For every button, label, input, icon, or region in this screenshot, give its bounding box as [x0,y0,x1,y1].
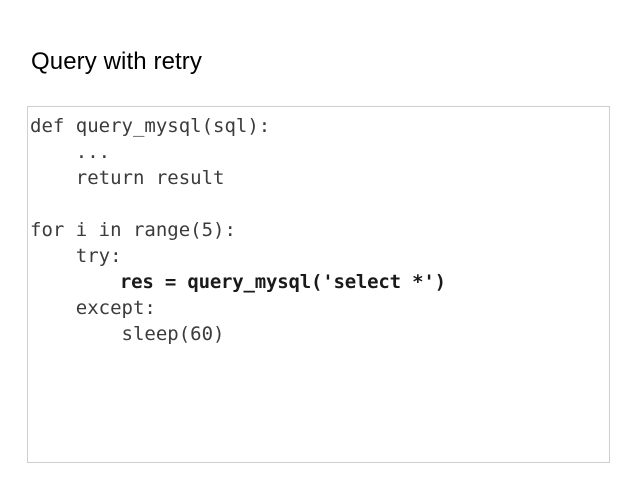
code-line: def query_mysql(sql): [30,115,271,137]
page-title: Query with retry [31,48,202,75]
code-line: ... [30,141,111,163]
code-line: sleep(60) [30,323,225,345]
code-block-container: def query_mysql(sql): ... return result f… [27,106,610,463]
code-line [30,191,611,217]
code-line-highlighted: res = query_mysql('select *') [30,271,446,293]
code-line: try: [30,245,122,267]
code-line: for i in range(5): [30,219,236,241]
code-block: def query_mysql(sql): ... return result f… [28,113,611,347]
code-line: return result [30,167,225,189]
code-line: except: [30,297,156,319]
